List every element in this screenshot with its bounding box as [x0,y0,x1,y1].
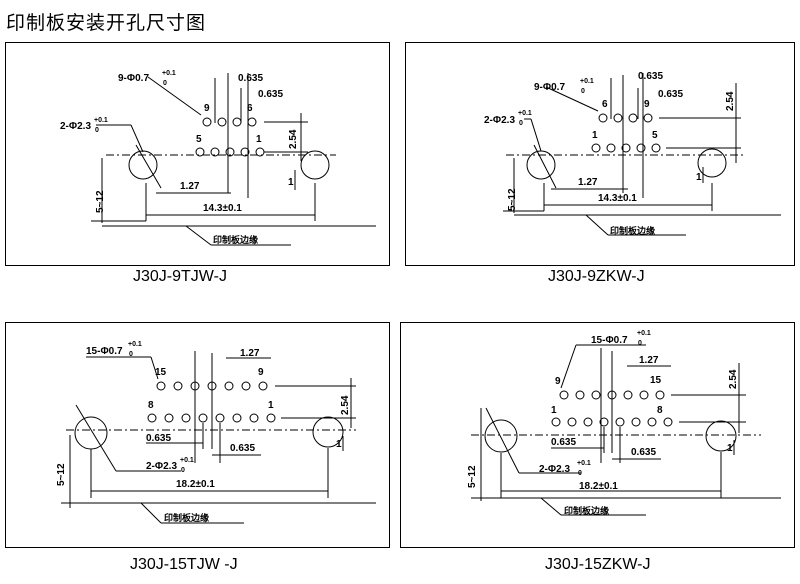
tol-plus: +0.1 [128,341,142,348]
mounting-hole-right [312,416,344,448]
label-dim-b: 0.635 [658,89,683,100]
label-span: 14.3±0.1 [598,193,637,204]
tol-zero-mount: 0 [95,127,99,134]
pin-row-bottom [147,413,276,423]
mounting-hole-left [484,419,518,453]
label-edge-distance: 5~12 [56,463,67,486]
label-dim-b: 0.635 [230,443,255,454]
label-span: 14.3±0.1 [203,203,242,214]
mounting-hole-right [300,150,330,180]
pin-label-top-right: 15 [650,375,662,386]
label-board-edge: 印制板边缘 [213,234,258,245]
label-mount: 2-Φ2.3 [539,464,570,475]
pin-label-top-left: 9 [204,103,210,114]
drawing-panel-9tjw: 9-Φ0.7 +0.1 0 0.635 0.635 9 6 5 1 1.27 2… [5,42,390,266]
label-one: 1 [696,172,702,183]
pin-row-top [559,390,665,400]
pin-label-bottom-right: 1 [256,134,262,145]
pin-row-bottom [195,147,265,157]
page-title: 印制板安装开孔尺寸图 [6,12,207,34]
tol-zero-mount: 0 [181,467,185,474]
drawing-panel-15zkw: 15-Φ0.7 +0.1 0 1.27 9 15 1 8 0.635 0.635… [400,322,795,548]
mounting-hole-right [705,420,737,452]
label-edge-distance: 5~12 [507,188,518,211]
label-dim-b: 0.635 [258,89,283,100]
label-one: 1 [288,177,294,188]
label-dim-a: 0.635 [238,73,263,84]
label-edge-distance: 5~12 [95,190,106,213]
label-board-edge: 印制板边缘 [610,225,655,236]
pcb-cutout-drawing-15zkw: 15-Φ0.7 +0.1 0 1.27 9 15 1 8 0.635 0.635… [467,330,781,516]
label-row-spacing: 2.54 [340,395,351,415]
pin-label-top-right: 6 [247,103,253,114]
pin-label-top-right: 9 [258,367,264,378]
label-one: 1 [336,439,342,450]
tol-plus-mount: +0.1 [577,460,591,467]
label-mount: 2-Φ2.3 [60,121,91,132]
label-pitch: 1.27 [639,355,659,366]
label-board-edge: 印制板边缘 [164,512,209,523]
pin-row-bottom [551,417,673,427]
mounting-hole-right [697,148,727,178]
tol-zero-mount: 0 [519,120,523,127]
drawing-panel-15tjw: 15-Φ0.7 +0.1 0 1.27 15 9 8 1 0.635 0.635… [5,322,390,548]
label-span: 18.2±0.1 [176,479,215,490]
label-row-spacing: 2.54 [725,91,736,111]
label-holes: 9-Φ0.7 [534,82,565,93]
pin-label-bottom-left: 8 [148,400,154,411]
label-pitch: 1.27 [578,177,598,188]
tol-plus-mount: +0.1 [94,117,108,124]
caption-9zkw: J30J-9ZKW-J [548,268,645,285]
caption-15zkw: J30J-15ZKW-J [545,556,651,573]
label-pitch: 1.27 [240,348,260,359]
label-dim-b: 0.635 [631,447,656,458]
pin-row-bottom [591,143,661,153]
tol-plus: +0.1 [580,78,594,85]
caption-15tjw: J30J-15TJW -J [130,556,238,573]
label-dim-a: 0.635 [638,71,663,82]
label-holes: 15-Φ0.7 [86,346,123,357]
label-holes: 15-Φ0.7 [591,335,628,346]
tol-plus: +0.1 [637,330,651,337]
pcb-cutout-drawing-9tjw: 9-Φ0.7 +0.1 0 0.635 0.635 9 6 5 1 1.27 2… [60,70,376,246]
label-dim-a: 0.635 [146,433,171,444]
tol-plus-mount: +0.1 [180,457,194,464]
pin-label-bottom-right: 5 [652,130,658,141]
tol-zero: 0 [581,88,585,95]
label-board-edge: 印制板边缘 [564,505,609,516]
pin-label-top-right: 9 [644,99,650,110]
label-mount: 2-Φ2.3 [484,115,515,126]
caption-9tjw: J30J-9TJW-J [133,268,227,285]
pin-label-bottom-left: 5 [196,134,202,145]
pin-label-top-left: 15 [155,367,167,378]
tol-plus-mount: +0.1 [518,110,532,117]
pin-label-bottom-right: 8 [657,405,663,416]
tol-zero-mount: 0 [578,470,582,477]
label-mount: 2-Φ2.3 [146,461,177,472]
pin-label-bottom-left: 1 [592,130,598,141]
label-span: 18.2±0.1 [579,481,618,492]
pin-label-top-left: 9 [555,376,561,387]
label-edge-distance: 5~12 [467,465,478,488]
label-dim-a: 0.635 [551,437,576,448]
pin-label-top-left: 6 [602,99,608,110]
label-holes: 9-Φ0.7 [118,73,149,84]
pin-row-top [598,113,653,123]
tol-plus: +0.1 [162,70,176,77]
tol-zero: 0 [163,80,167,87]
pin-label-bottom-right: 1 [268,400,274,411]
drawing-panel-9zkw: 9-Φ0.7 +0.1 0 0.635 0.635 6 9 1 5 1.27 2… [405,42,795,266]
pcb-cutout-drawing-15tjw: 15-Φ0.7 +0.1 0 1.27 15 9 8 1 0.635 0.635… [56,341,376,524]
tol-zero: 0 [638,340,642,347]
mounting-hole-left [74,416,108,450]
pin-label-bottom-left: 1 [551,405,557,416]
pcb-cutout-drawing-9zkw: 9-Φ0.7 +0.1 0 0.635 0.635 6 9 1 5 1.27 2… [484,71,781,236]
label-row-spacing: 2.54 [728,369,739,389]
label-pitch: 1.27 [180,181,200,192]
label-row-spacing: 2.54 [288,129,299,149]
tol-zero: 0 [129,351,133,358]
label-one: 1 [727,443,733,454]
